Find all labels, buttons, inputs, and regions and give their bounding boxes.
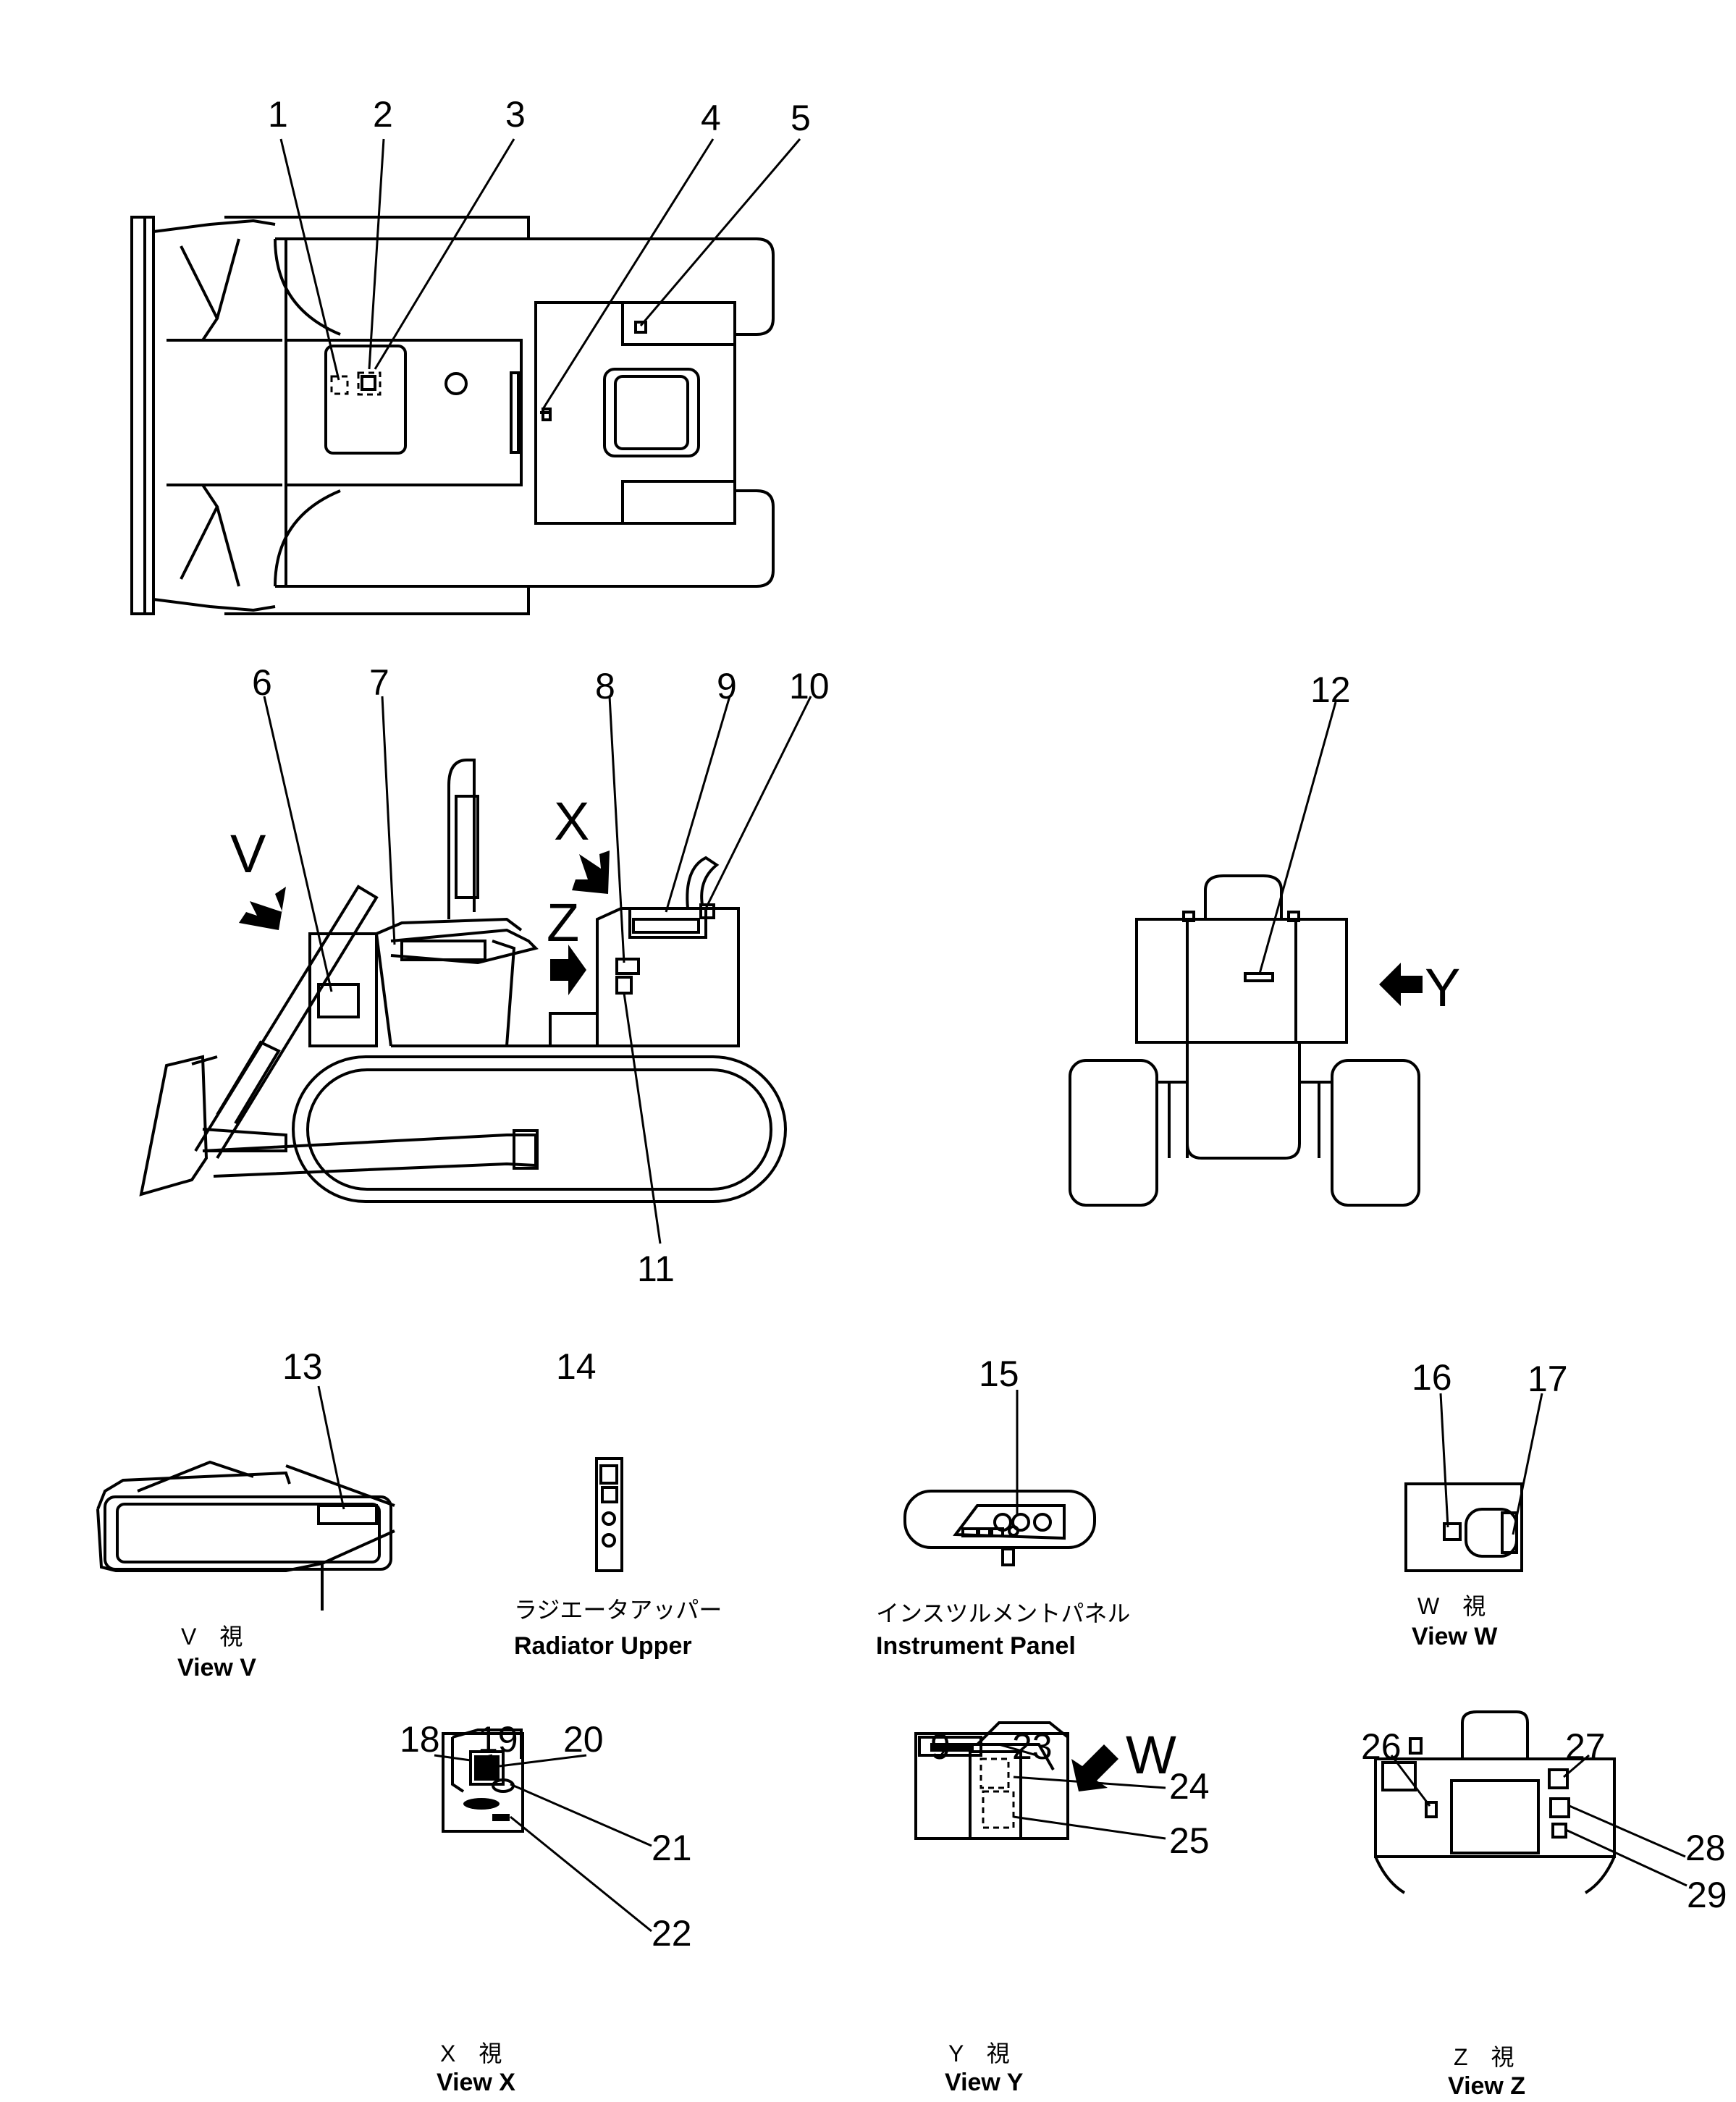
callout-17: 17 [1528,1359,1568,1399]
caption-view-y-en: View Y [945,2069,1024,2096]
callout-10: 10 [789,666,830,706]
callout-14: 14 [556,1346,597,1387]
leader-lines [263,138,1687,1933]
instrument-panel-drawing [903,1490,1096,1566]
view-letter-x: X [554,791,589,851]
view-letter-w: W [1126,1725,1176,1785]
callout-4: 4 [701,98,721,138]
caption-view-y-jp: Y 視 [948,2040,1010,2067]
caption-view-v-en: View V [177,1654,256,1681]
callout-2: 2 [373,94,393,135]
callout-3: 3 [505,94,526,135]
arrow-icon-z [550,945,586,995]
caption-view-w-jp: W 視 [1417,1593,1486,1619]
callout-16: 16 [1412,1357,1452,1398]
callout-23: 23 [1012,1726,1053,1767]
callout-19: 19 [478,1719,518,1760]
view-x-drawing [442,1729,524,1833]
callout-7: 7 [369,662,389,703]
caption-view-x-en: View X [437,2069,515,2096]
callout-1: 1 [268,94,288,135]
callout-18: 18 [400,1719,440,1760]
bulldozer-side-view [139,759,787,1203]
callout-11: 11 [637,1249,675,1289]
callout-8: 8 [595,666,615,706]
callout-27: 27 [1565,1726,1606,1767]
callout-24: 24 [1169,1766,1210,1807]
callout-5: 5 [791,98,811,138]
radiator-upper-drawing [595,1457,623,1572]
callout-9: 9 [717,666,737,706]
view-w-drawing [1404,1482,1523,1572]
arrow-icon-v [239,887,286,930]
caption-view-x-jp: X 視 [440,2040,502,2067]
view-letter-v: V [230,824,266,884]
caption-radiator-jp: ラジエータアッパー [514,1597,722,1623]
view-v-drawing [96,1460,395,1611]
caption-view-z-en: View Z [1448,2072,1525,2098]
callout-13: 13 [282,1346,323,1387]
callout-21: 21 [652,1828,692,1868]
bulldozer-rear-view [1069,874,1420,1207]
callout-29: 29 [1687,1875,1727,1915]
caption-view-w-en: View W [1412,1623,1498,1650]
arrow-icon-w [1071,1744,1118,1791]
view-y-drawing [914,1721,1069,1840]
view-letter-z: Z [547,892,579,953]
arrow-icon-x [572,850,610,894]
arrow-icon-y [1379,963,1423,1006]
view-z-drawing [1374,1710,1616,1894]
callout-26: 26 [1361,1726,1402,1767]
view-letter-y: Y [1425,958,1460,1018]
callout-15: 15 [979,1354,1019,1394]
callout-22: 22 [652,1913,692,1954]
callout-12: 12 [1310,670,1351,710]
callout-9b: 9 [930,1726,951,1767]
callout-20: 20 [563,1719,604,1760]
caption-view-z-jp: Z 視 [1454,2044,1514,2070]
callout-28: 28 [1685,1828,1726,1868]
caption-instrument-en: Instrument Panel [876,1632,1076,1660]
callout-6: 6 [252,662,272,703]
bulldozer-top-view [130,216,775,615]
caption-instrument-jp: インスツルメントパネル [876,1600,1130,1626]
caption-view-v-jp: V 視 [181,1624,243,1650]
callout-25: 25 [1169,1820,1210,1861]
caption-radiator-en: Radiator Upper [514,1632,692,1660]
